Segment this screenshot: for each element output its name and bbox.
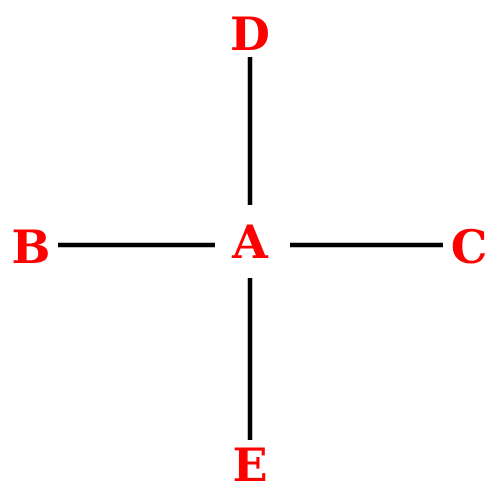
node-b-label: B — [12, 220, 51, 274]
node-a-label: A — [231, 215, 269, 269]
node-c-label: C — [451, 220, 488, 274]
node-e-label: E — [232, 438, 267, 492]
node-d-label: D — [230, 7, 270, 61]
